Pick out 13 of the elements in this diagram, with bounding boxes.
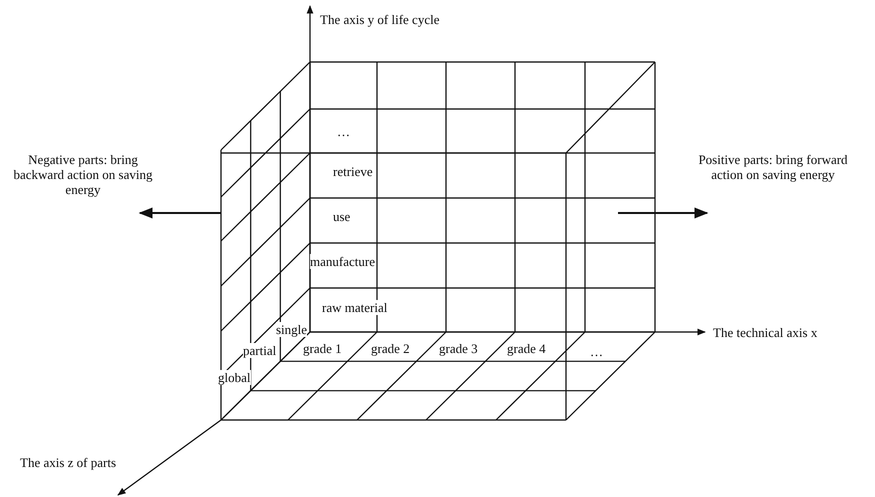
column-label: grade 1 [303,341,342,356]
axis-label: The axis y of life cycle [320,12,440,27]
row-label: manufacture [310,254,375,269]
row-label: raw material [322,300,388,315]
column-label: single [276,322,308,337]
axis-label: The axis z of parts [20,455,116,470]
row-label: retrieve [333,164,373,179]
column-label: grade 2 [371,341,410,356]
axis-label: The technical axis x [713,325,818,340]
column-label: grade 4 [507,341,546,356]
column-label: grade 3 [439,341,478,356]
column-label: global [218,370,250,385]
column-label: partial [243,343,276,358]
